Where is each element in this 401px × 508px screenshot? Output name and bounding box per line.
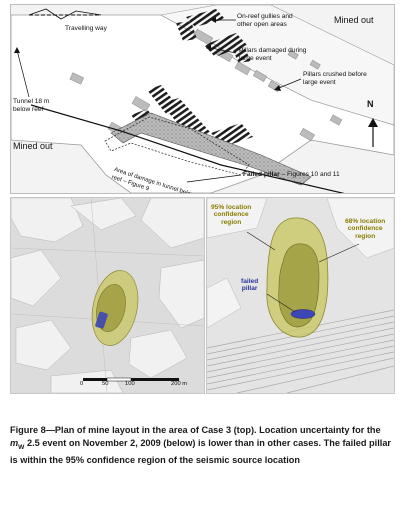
scale-bar: [83, 377, 179, 382]
plan-drawing: [11, 5, 394, 193]
north-label: N: [367, 99, 374, 109]
north-arrow-icon: [368, 118, 378, 147]
label-failed-pillar-rest: – Figures 10 and 11: [279, 171, 340, 178]
tunnel-line: [30, 104, 345, 193]
scale-tick-0: 0: [80, 381, 84, 387]
label-pillars-crushed: Pillars crushed before large event: [303, 71, 367, 86]
scale-tick-50: 50: [102, 381, 109, 387]
caption-magnitude-symbol: m: [10, 437, 19, 448]
label-failed-pillar: Failed pillar – Figures 10 and 11: [243, 171, 340, 179]
damage-area-outline: [104, 116, 250, 176]
failed-pillar-region: [110, 112, 312, 186]
label-95-confidence: 95% location confidence region: [211, 204, 252, 226]
panel-leaders: [246, 231, 360, 313]
leader-lines: [16, 19, 302, 183]
travelling-way-path: [28, 8, 102, 20]
failed-pillar-marker: [95, 311, 108, 329]
figure-caption: Figure 8—Plan of mine layout in the area…: [10, 424, 394, 466]
label-on-reef-gullies: On-reef gullies and other open areas: [237, 13, 293, 28]
caption-text-after: 2.5 event on November 2, 2009 (below) is…: [10, 437, 392, 465]
label-travelling-way: Travelling way: [65, 25, 107, 32]
label-mined-out-left: Mined out: [13, 141, 53, 151]
perspective-render: [207, 198, 394, 393]
location-panel-3d-view: 95% location confidence region 68% locat…: [206, 197, 395, 394]
leader-arrowheads: [14, 17, 281, 91]
caption-text-before: Figure 8—Plan of mine layout in the area…: [10, 425, 381, 435]
label-pillars-damaged: Pillars damaged during large event: [239, 47, 307, 62]
scale-tick-100: 100: [125, 381, 135, 387]
failed-pillar-marker-3d: [290, 309, 316, 319]
label-mined-out-top: Mined out: [334, 15, 374, 25]
label-failed-pillar-3d: failed pillar: [241, 278, 259, 293]
mine-plan-diagram: Travelling way On-reef gullies and other…: [10, 4, 395, 194]
figure-8: Travelling way On-reef gullies and other…: [4, 4, 397, 394]
label-failed-pillar-bold: Failed pillar: [243, 171, 280, 178]
label-68-confidence: 68% location confidence region: [345, 218, 386, 240]
caption-magnitude-sub: W: [18, 443, 25, 451]
label-tunnel: Tunnel 18 m below reef: [13, 98, 50, 113]
scale-tick-200: 200 m: [171, 381, 188, 387]
confidence-volume-68: [278, 243, 320, 328]
location-panel-plan-view: 0 50 100 200 m: [10, 197, 205, 394]
plan-view-render: [11, 198, 204, 393]
